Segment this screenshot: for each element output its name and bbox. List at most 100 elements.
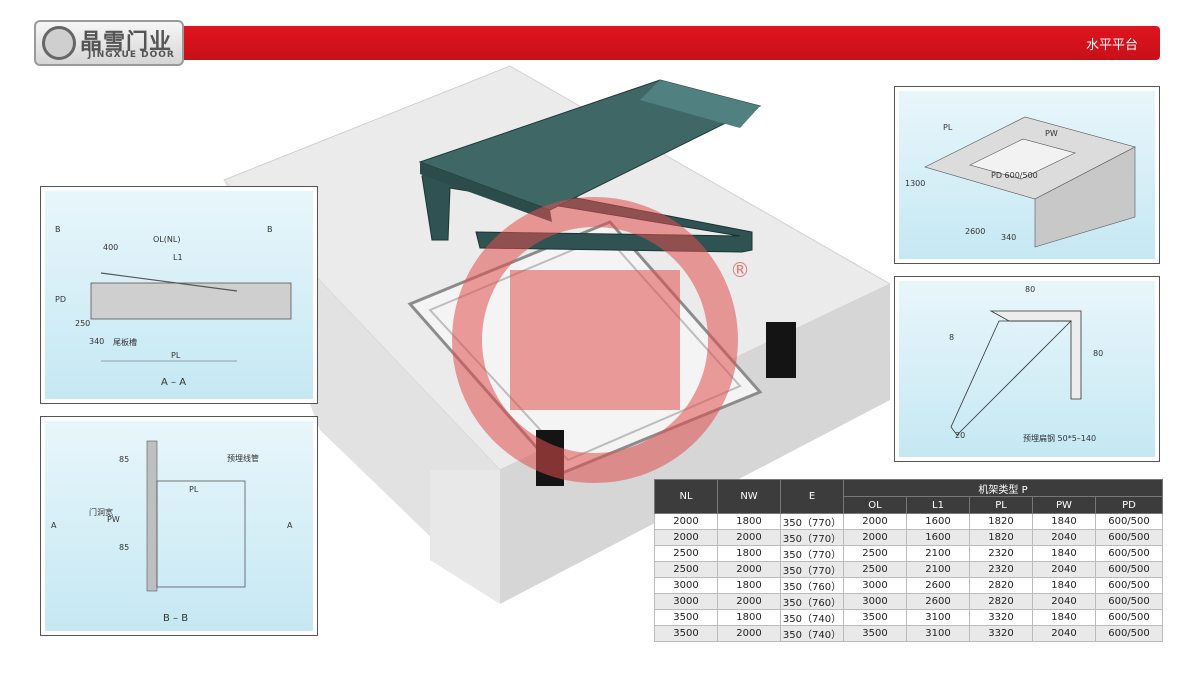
dim-pw: PW [1045,129,1058,138]
table-cell: 2000 [843,513,907,530]
subheader-pw: PW [1032,496,1096,514]
section-bb-caption: B – B [163,613,189,624]
header-e: E [780,479,844,514]
embedded-steel-label: 预埋扁钢 50*5–140 [1023,434,1097,443]
table-cell: 2500 [843,561,907,578]
table-cell: 350（770） [780,529,844,546]
table-header-row: NL NW E 机架类型 P [654,479,1163,514]
subheader-pd: PD [1095,496,1163,514]
table-cell: 600/500 [1095,561,1163,578]
table-cell: 2500 [654,561,718,578]
header-bar [182,26,1160,60]
dim-pd: PD [55,295,66,304]
pit-front [1034,146,1136,248]
dim-85-top: 85 [119,455,130,464]
table-subheader-row: OL L1 PL PW PD [655,496,1163,514]
dim-85-bottom: 85 [119,543,130,552]
dim-340: 340 [89,337,105,346]
table-cell: 2820 [969,593,1033,610]
angle-view-background [899,281,1155,457]
table-cell: 2600 [906,593,970,610]
page-title: 水平平台 [1085,38,1138,53]
dim-pw: PW [107,515,120,524]
table-cell: 2000 [654,529,718,546]
table-cell: 350（760） [780,593,844,610]
table-cell: 350（770） [780,545,844,562]
table-cell: 1800 [717,545,781,562]
table-cell: 3100 [906,625,970,642]
table-cell: 1840 [1032,577,1096,594]
table-cell: 2100 [906,545,970,562]
table-cell: 600/500 [1095,609,1163,626]
label-b-left: B [55,225,61,234]
table-cell: 1600 [906,529,970,546]
table-cell: 350（770） [780,561,844,578]
table-cell: 1800 [717,577,781,594]
pit-hole [969,138,1076,180]
table-cell: 1600 [906,513,970,530]
pit-outline [156,480,246,588]
table-cell: 1840 [1032,609,1096,626]
header-frame-type: 机架类型 P [843,479,1163,497]
table-cell: 600/500 [1095,625,1163,642]
table-cell: 600/500 [1095,593,1163,610]
table-cell: 2000 [654,513,718,530]
table-cell: 3000 [843,577,907,594]
subheader-l1: L1 [906,496,970,514]
table-cell: 600/500 [1095,577,1163,594]
tail-slot-label: 尾板槽 [113,338,137,347]
dim-80-side: 80 [1093,349,1104,358]
table-cell: 600/500 [1095,529,1163,546]
door-width-label: 门洞宽 [89,508,113,517]
table-cell: 1820 [969,513,1033,530]
pit-block-edge [430,470,500,604]
dim-ol: OL(NL) [153,235,181,244]
dim-pd: PD 600/500 [991,171,1038,180]
table-cell: 2500 [843,545,907,562]
section-aa-panel: B B OL(NL) 400 L1 PD 250 340 尾板槽 PL A – … [40,186,318,404]
table-cell: 350（760） [780,577,844,594]
table-cell: 3500 [654,609,718,626]
concrete-slab [90,282,292,320]
table-cell: 3320 [969,625,1033,642]
logo-text-en: JINGXUE DOOR [88,50,175,60]
table-cell: 2040 [1032,625,1096,642]
section-aa-caption: A – A [161,377,187,388]
table-cell: 1800 [717,609,781,626]
deck-line [100,272,238,292]
table-cell: 2500 [654,545,718,562]
watermark-ring [452,197,738,483]
table-cell: 2000 [717,625,781,642]
leveler-lip [640,80,760,128]
table-cell: 2000 [843,529,907,546]
table-cell: 2820 [969,577,1033,594]
table-cell: 2320 [969,561,1033,578]
pit-view-panel: PL PW PD 600/500 1300 2600 340 [894,86,1160,264]
leveler-deck-side [420,162,552,222]
table-cell: 3000 [654,577,718,594]
dim-pl: PL [171,351,181,360]
registered-mark: ® [730,258,750,282]
table-cell: 3500 [843,609,907,626]
table-cell: 600/500 [1095,513,1163,530]
dim-pl: PL [189,485,199,494]
table-cell: 2000 [717,593,781,610]
dim-2600: 2600 [965,227,986,236]
section-aa-drawing [90,272,292,362]
table-cell: 2600 [906,577,970,594]
dim-pl: PL [943,123,953,132]
conduit-label: 预埋线管 [227,454,259,463]
subheader-ol: OL [843,496,907,514]
table-cell: 1820 [969,529,1033,546]
table-cell: 2000 [717,561,781,578]
dim-250: 250 [75,319,91,328]
watermark-glyph [510,270,680,410]
